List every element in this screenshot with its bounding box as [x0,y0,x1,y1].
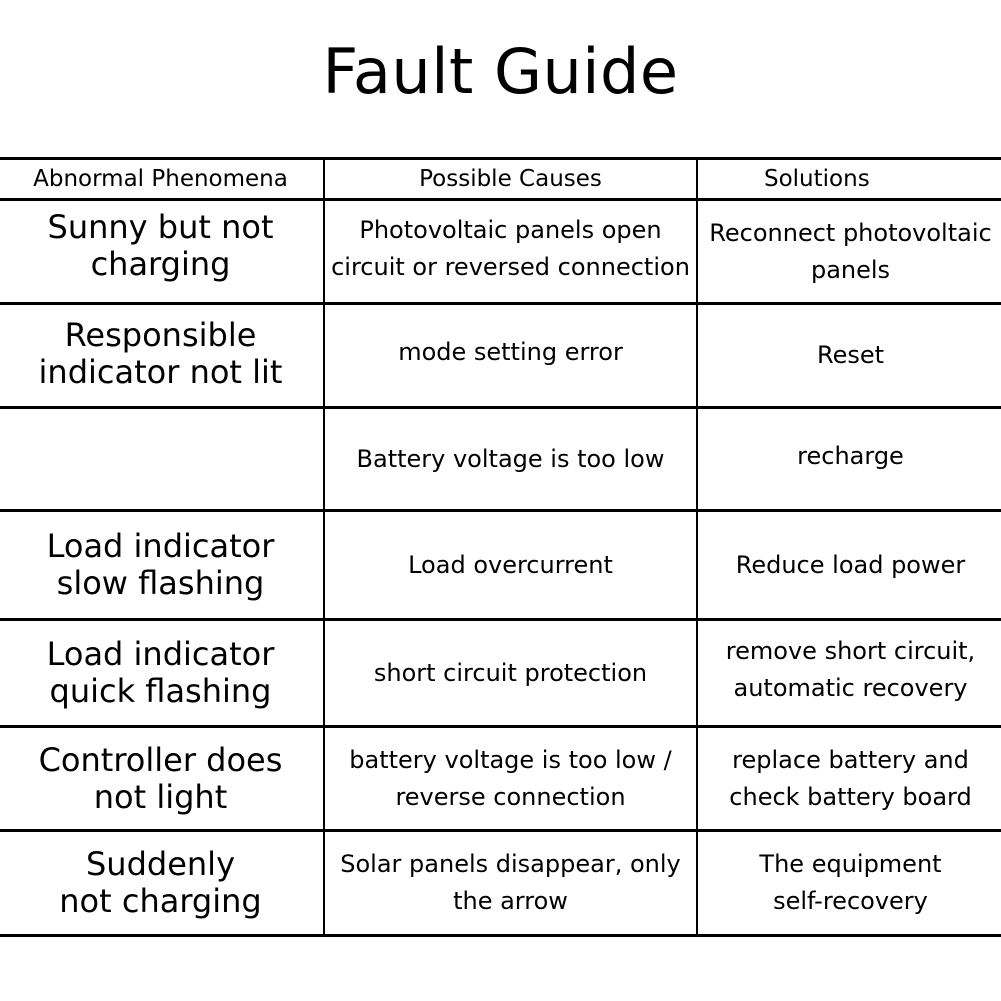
solution-cell: Reconnect photovoltaic panels [696,198,1001,305]
table-header-row: Abnormal Phenomena Possible Causes Solut… [0,157,1001,201]
phenomenon-cell: Sunny but not charging [0,198,325,305]
solution-cell: recharge [696,406,1001,512]
phenomenon-cell: Suddenly not charging [0,829,325,937]
cause-cell: battery voltage is too low / reverse con… [323,725,698,832]
page-title: Fault Guide [322,35,679,108]
table-row: Sunny but not charging Photovoltaic pane… [0,198,1001,305]
phenomenon-cell [0,406,325,512]
table-row: Load indicator quick flashing short circ… [0,618,1001,728]
solution-cell: remove short circuit, automatic recovery [696,618,1001,728]
phenomenon-cell: Controller does not light [0,725,325,832]
cause-cell: short circuit protection [323,618,698,728]
phenomenon-cell: Responsible indicator not lit [0,302,325,409]
phenomenon-cell: Load indicator slow flashing [0,509,325,621]
solution-cell: Reset [696,302,1001,409]
table-row: Responsible indicator not lit mode setti… [0,302,1001,409]
cause-cell: Photovoltaic panels open circuit or reve… [323,198,698,305]
table-row: Load indicator slow flashing Load overcu… [0,509,1001,621]
solution-cell: replace battery and check battery board [696,725,1001,832]
cause-cell: Load overcurrent [323,509,698,621]
table-row: Suddenly not charging Solar panels disap… [0,829,1001,937]
phenomenon-cell: Load indicator quick flashing [0,618,325,728]
cause-cell: mode setting error [323,302,698,409]
cause-cell: Battery voltage is too low [323,406,698,512]
fault-guide-table: Abnormal Phenomena Possible Causes Solut… [0,157,1001,937]
table-row: Controller does not light battery voltag… [0,725,1001,832]
solution-cell: Reduce load power [696,509,1001,621]
cause-cell: Solar panels disappear, only the arrow [323,829,698,937]
table-row: Battery voltage is too low recharge [0,406,1001,512]
column-header-possible-causes: Possible Causes [323,157,698,201]
column-header-solutions: Solutions [696,157,1001,201]
column-header-abnormal-phenomena: Abnormal Phenomena [0,157,325,201]
solution-cell: The equipment self-recovery [696,829,1001,937]
